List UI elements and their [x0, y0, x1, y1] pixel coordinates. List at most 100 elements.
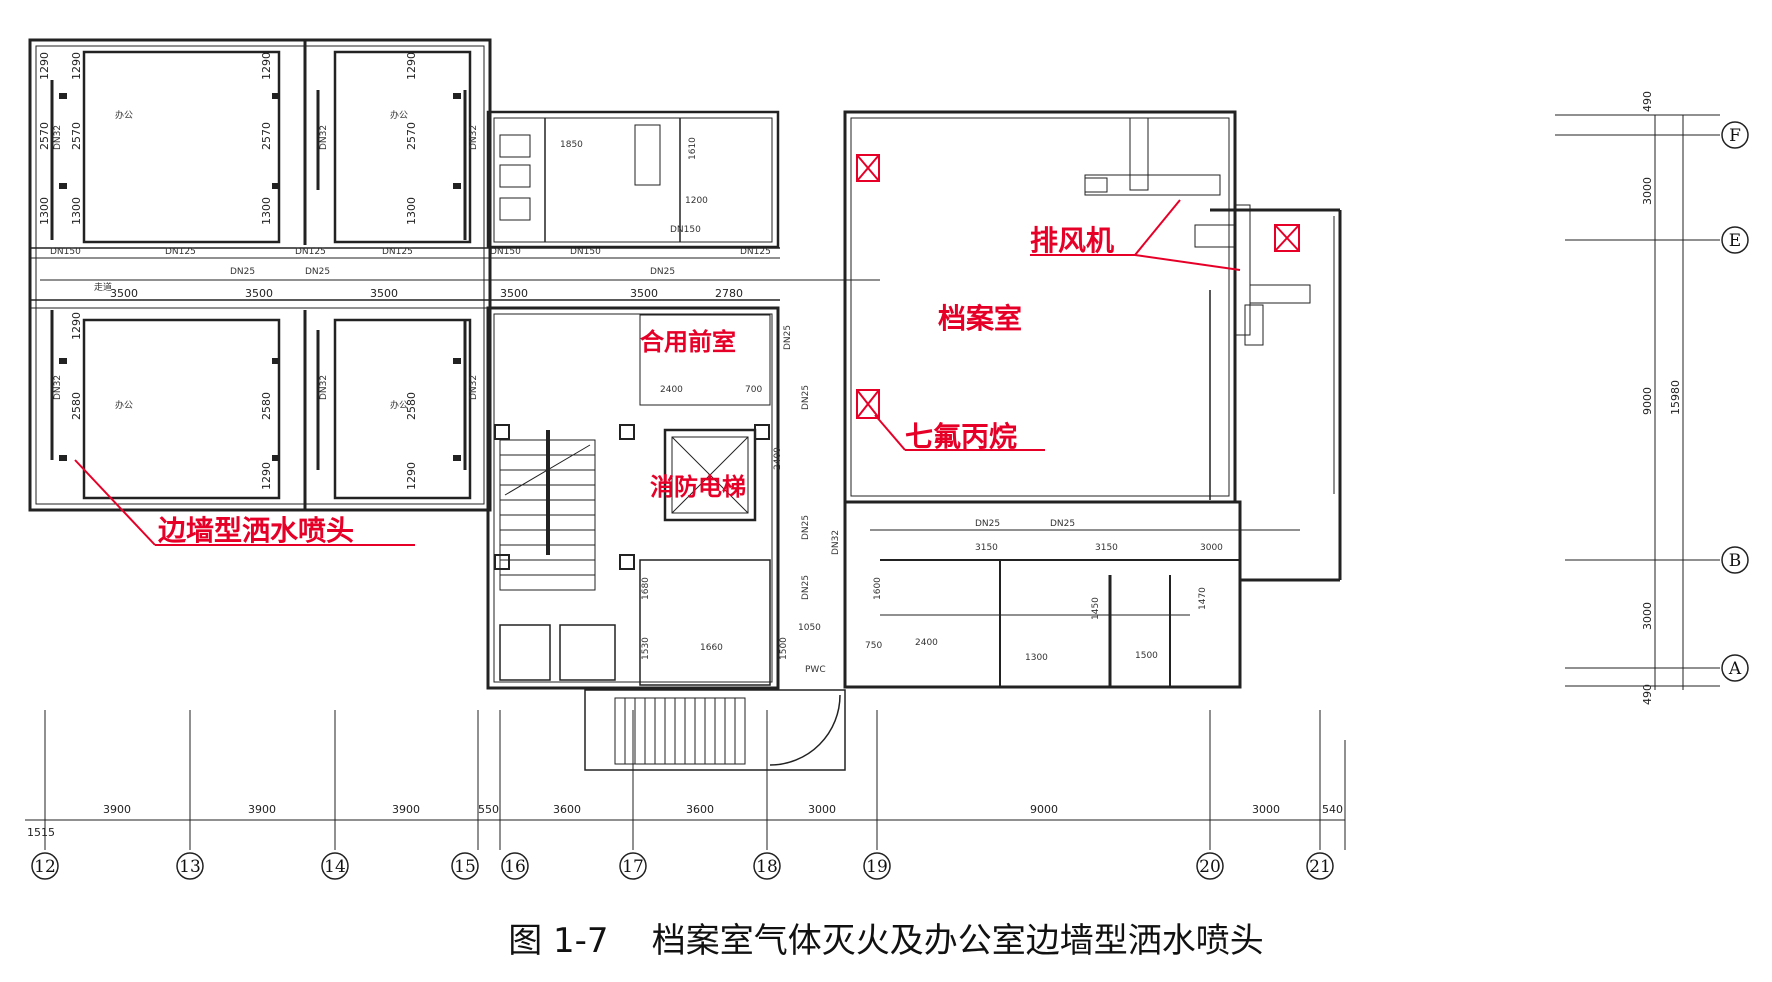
dim-left-10: 2570 — [260, 122, 273, 150]
exhaust-fan-label: 排风机 — [1030, 224, 1114, 257]
pipe-label-dn125: DN125 — [295, 247, 326, 257]
axis-label: 14 — [324, 857, 346, 877]
core-dims: 2400 700 DN25 DN25 DN25 DN25 DN32 2400 1… — [641, 325, 841, 660]
office-block: 1290 2570 1300 2580 1290 1290 2570 1300 … — [28, 38, 880, 547]
axis-bubble-B: B — [1721, 546, 1749, 574]
lower-room — [639, 559, 771, 686]
axis-bubble-F: F — [1721, 121, 1749, 149]
sprinkler-head — [272, 183, 280, 189]
sprinkler-head — [453, 455, 461, 461]
sprinkler-head — [272, 358, 280, 364]
side-wall-sprinkler-label: 边墙型洒水喷头 — [158, 514, 354, 547]
axis-bubble-15: 15 — [451, 852, 479, 880]
column — [494, 554, 510, 570]
pipe-label-dn32: DN32 — [53, 125, 63, 150]
dim-1470: 1470 — [1198, 587, 1208, 610]
dim-left-18: 1290 — [405, 462, 418, 490]
dim-1300: 1300 — [1025, 653, 1048, 663]
dim-left-14: 1290 — [405, 52, 418, 80]
bottom-span: 550 — [478, 803, 499, 816]
corridor-span: 3500 — [370, 287, 398, 300]
office-block-inner-outline — [35, 45, 485, 505]
corridor-span: 2780 — [715, 287, 743, 300]
pipe-label-dn25: DN25 — [305, 267, 330, 277]
dim-2400: 2400 — [660, 385, 683, 395]
sprinkler-head — [453, 358, 461, 364]
dim-1450: 1450 — [1091, 597, 1101, 620]
axis-bubble-18: 18 — [753, 852, 781, 880]
bottom-span: 1515 — [27, 826, 55, 839]
bottom-span: 9000 — [1030, 803, 1058, 816]
corridor-span: 3500 — [500, 287, 528, 300]
pipe-label-dn25: DN25 — [230, 267, 255, 277]
door-swing — [769, 694, 841, 766]
dim-left-16: 1300 — [405, 197, 418, 225]
office-label: 办公 — [115, 109, 133, 121]
column — [754, 424, 770, 440]
pipe-label-dn150: DN150 — [50, 247, 81, 257]
axis-bubble-A: A — [1721, 654, 1749, 682]
pipe-label-dn25: DN25 — [783, 325, 793, 350]
column — [494, 424, 510, 440]
office-block-outline — [28, 38, 492, 512]
pipe-label-dn32: DN32 — [319, 125, 329, 150]
pwc-label: PWC — [805, 665, 826, 675]
stairs-lower — [614, 697, 746, 765]
duct — [1129, 117, 1149, 191]
right-axis-bubbles: F E B A — [1721, 121, 1749, 682]
axis-bubble-13: 13 — [176, 852, 204, 880]
right-span: 3000 — [1641, 177, 1654, 205]
bottom-span: 3900 — [248, 803, 276, 816]
heptafluoropropane-label: 七氟丙烷 — [905, 420, 1017, 453]
agent-cylinder — [856, 389, 880, 419]
bottom-span: 3900 — [392, 803, 420, 816]
fire-elevator-car — [671, 436, 749, 514]
dim-left-6: 1290 — [70, 52, 83, 80]
dim-left-3: 1300 — [38, 197, 51, 225]
dim-3150: 3150 — [975, 543, 998, 553]
sprinkler-head — [272, 455, 280, 461]
sprinkler-head — [453, 183, 461, 189]
bottom-span: 3900 — [103, 803, 131, 816]
axis-label: 12 — [34, 857, 56, 877]
corridor-span-dims: 3500 3500 3500 3500 3500 2780 — [110, 287, 743, 300]
sprinkler-head — [453, 93, 461, 99]
right-axis-lines — [1555, 114, 1720, 687]
shared-anteroom-label: 合用前室 — [640, 328, 736, 356]
axis-label: 16 — [504, 857, 526, 877]
corridor-pipe-labels: DN150 DN125 DN125 DN125 DN25 DN25 DN150 … — [50, 247, 771, 277]
dim-3000: 3000 — [1200, 543, 1223, 553]
sprinkler-heads — [59, 93, 461, 461]
dim-left-15: 2570 — [405, 122, 418, 150]
agent-cylinder-cross — [856, 389, 880, 419]
dim-1610: 1610 — [688, 137, 698, 160]
shared-anteroom — [639, 314, 771, 406]
pipe-label-dn150: DN150 — [670, 225, 701, 235]
axis-bubble-19: 19 — [863, 852, 891, 880]
dim-1500: 1500 — [779, 637, 789, 660]
office-room-2 — [333, 50, 472, 244]
pipe-label-dn125: DN125 — [165, 247, 196, 257]
lower-right-rooms: DN25 DN25 3150 3150 3000 2400 1300 1500 … — [843, 500, 1342, 689]
fan-unit — [1084, 177, 1108, 193]
agent-cylinder — [856, 154, 880, 182]
dim-left-7: 2570 — [70, 122, 83, 150]
toilet-block — [486, 110, 780, 249]
dim-1660: 1660 — [700, 643, 723, 653]
pipe-label-dn125: DN125 — [740, 247, 771, 257]
pipe-label-dn25: DN25 — [975, 519, 1000, 529]
axis-label: F — [1729, 126, 1741, 146]
dim-1850: 1850 — [560, 140, 583, 150]
dim-left-13: 1290 — [260, 462, 273, 490]
axis-label: B — [1729, 551, 1742, 571]
pipe-label-dn32: DN32 — [469, 125, 479, 150]
pipe-label-dn25: DN25 — [801, 575, 811, 600]
right-span: 490 — [1641, 684, 1654, 705]
axis-bubble-21: 21 — [1306, 852, 1334, 880]
pipe-label-dn25: DN25 — [1050, 519, 1075, 529]
pipe-label-dn125: DN125 — [382, 247, 413, 257]
branch-pipe-labels: DN32 DN32 DN32 DN32 DN32 DN32 — [53, 125, 479, 400]
fire-elevator-shaft — [663, 428, 757, 522]
dim-left-9: 1290 — [260, 52, 273, 80]
